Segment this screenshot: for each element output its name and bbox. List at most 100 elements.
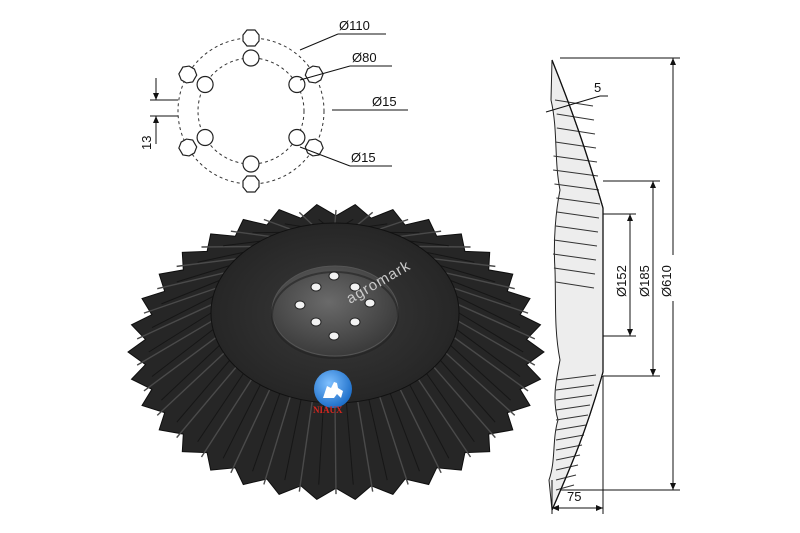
- outer-circle-diameter-label: Ø110: [339, 18, 370, 33]
- disc-flute: [230, 230, 270, 238]
- square-hole: [304, 138, 324, 157]
- profile-flutes: [552, 99, 601, 491]
- square-hole-size-label: Ø15: [372, 94, 397, 109]
- disc-flute-valley: [368, 399, 388, 481]
- square-hole: [242, 175, 260, 193]
- round-hole: [196, 75, 214, 94]
- logo-text: NIAUX: [313, 405, 343, 415]
- disc-flute-valley: [176, 360, 230, 423]
- disc-flute: [263, 218, 291, 230]
- profile-flute: [555, 404, 591, 411]
- disc-flute-valley: [450, 345, 511, 401]
- disc-flute: [458, 304, 536, 340]
- square-hole: [242, 29, 260, 47]
- disc-flute-valley: [176, 265, 230, 283]
- disc-flute: [298, 401, 313, 492]
- disc-flute-valley: [197, 251, 244, 263]
- disc-flute-valley: [197, 373, 244, 443]
- disc-flute: [143, 287, 216, 314]
- disc-flute: [136, 304, 212, 340]
- round-hole: [196, 128, 214, 147]
- square-hole: [178, 65, 198, 84]
- profile-flute: [556, 197, 601, 205]
- disc-flute: [263, 396, 291, 485]
- disc-flute: [453, 337, 529, 392]
- disc-flute: [400, 230, 442, 238]
- profile-flute: [553, 169, 599, 177]
- disc-flute: [445, 272, 515, 290]
- hub-hole: [294, 300, 306, 310]
- disc-flute: [230, 389, 271, 474]
- disc-flute-valley: [450, 280, 511, 305]
- disc-flute: [399, 389, 442, 474]
- profile-flute: [553, 239, 598, 247]
- brand-logo: NIAUX: [313, 370, 352, 415]
- profile-flute: [555, 444, 583, 451]
- disc-flute-valley: [148, 312, 212, 353]
- hub-hole: [328, 331, 340, 341]
- profile-flute: [553, 267, 596, 275]
- profile-flute: [555, 484, 575, 491]
- thickness-label: 5: [594, 80, 601, 95]
- disc-flutes: [136, 209, 536, 495]
- hub-hole: [364, 298, 376, 308]
- profile-flute: [555, 454, 581, 461]
- disc-flute: [298, 211, 313, 226]
- disc-flute-valley: [440, 360, 496, 423]
- profile-flute: [554, 99, 594, 107]
- disc-flute: [176, 366, 237, 439]
- square-hole: [178, 138, 198, 157]
- square-hole: [304, 65, 324, 84]
- round-hole-diameter-label: Ø15: [351, 150, 376, 165]
- disc-flute: [379, 396, 409, 485]
- disc-flute-valley: [345, 402, 354, 485]
- logo-animal-icon: [323, 382, 343, 398]
- hub-hole: [310, 282, 322, 292]
- disc-flute: [458, 320, 536, 366]
- profile-flute: [556, 113, 595, 121]
- disc-flute-valley: [346, 218, 354, 224]
- disc-flute: [201, 245, 252, 248]
- disc-flute: [200, 379, 253, 458]
- profile-flute: [555, 374, 597, 381]
- disc-flute-valley: [318, 218, 324, 224]
- disc-diameter-label: Ø610: [659, 265, 674, 297]
- profile-flute: [555, 464, 579, 471]
- disc-flute-valley: [161, 280, 220, 305]
- disc-flute: [379, 218, 409, 230]
- disc-flute-valley: [284, 223, 302, 227]
- profile-flute: [555, 424, 587, 431]
- profile-outer-edge: [551, 59, 604, 511]
- profile-flute: [552, 253, 597, 261]
- disc-flute: [417, 379, 472, 458]
- disc-flute-valley: [284, 399, 302, 481]
- round-hole: [288, 75, 306, 94]
- disc-flute: [418, 245, 471, 248]
- disc-flute-valley: [223, 240, 261, 247]
- profile-flute: [555, 141, 597, 149]
- disc-flute-valley: [318, 402, 325, 485]
- disc-flute: [334, 402, 337, 495]
- round-hole: [242, 155, 260, 173]
- round-holes: [196, 49, 306, 173]
- hub-hole: [328, 271, 340, 281]
- disc-flute: [445, 352, 516, 416]
- profile-flute: [555, 414, 589, 421]
- inner-pitch-circle: [197, 57, 305, 165]
- disc-flute-valley: [151, 296, 214, 328]
- disc-flute: [157, 272, 225, 290]
- disc-flute-valley: [222, 384, 261, 459]
- profile-flute: [555, 384, 595, 391]
- profile-flute: [554, 183, 600, 191]
- profile-flute: [555, 394, 593, 401]
- disc-flute-valley: [456, 329, 521, 377]
- hub-hole: [310, 317, 322, 327]
- square-holes: [178, 29, 324, 193]
- profile-flute: [556, 127, 596, 135]
- bolt-pattern-view: Ø110 Ø80 Ø15 Ø15 13: [139, 18, 408, 193]
- disc-flute: [454, 287, 529, 314]
- disc-flute-valley: [161, 345, 220, 401]
- disc-flute-valley: [409, 240, 449, 247]
- face-diameter-label: Ø185: [637, 265, 652, 297]
